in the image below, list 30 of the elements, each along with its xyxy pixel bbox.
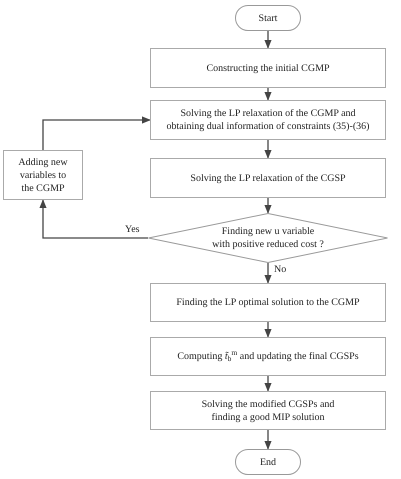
node-text: Constructing the initial CGMP (205, 62, 331, 74)
node-text: Solving the LP relaxation of the CGSP (189, 172, 347, 184)
decision-diamond (148, 213, 388, 263)
node-text: Finding new u variable with positive reduced cost ? (211, 225, 325, 251)
arrow (264, 376, 272, 392)
process-box (150, 337, 386, 376)
arrow (264, 198, 272, 214)
node-text: Solving the LP relaxation of the CGMP and obtaining dual information of constraints (35)-(36) (165, 107, 370, 133)
arrow (264, 31, 272, 49)
node-text: Computing t̃$_{b}$$^{m}$ and updating the final CGSPs (176, 350, 360, 363)
process-box (150, 283, 386, 322)
terminal-box (235, 449, 301, 475)
node-text: Finding the LP optimal solution to the CGMP (175, 296, 361, 309)
process-box (150, 391, 386, 430)
process-box (150, 158, 386, 198)
arrow (264, 88, 272, 101)
arrow (264, 322, 272, 338)
node-text: Solving the modified CGSPs and finding a good MIP solution (200, 398, 336, 424)
process-box (150, 48, 386, 88)
process-box (150, 100, 386, 140)
node-text: End (258, 456, 278, 468)
node-text: Adding new variables to the CGMP (17, 156, 69, 194)
arrow (42, 116, 151, 150)
process-box (3, 150, 83, 200)
arrow (264, 430, 272, 450)
terminal-box (235, 5, 301, 31)
arrow (39, 199, 148, 239)
arrow (264, 263, 272, 284)
arrow (264, 140, 272, 159)
node-text: Start (258, 12, 278, 24)
